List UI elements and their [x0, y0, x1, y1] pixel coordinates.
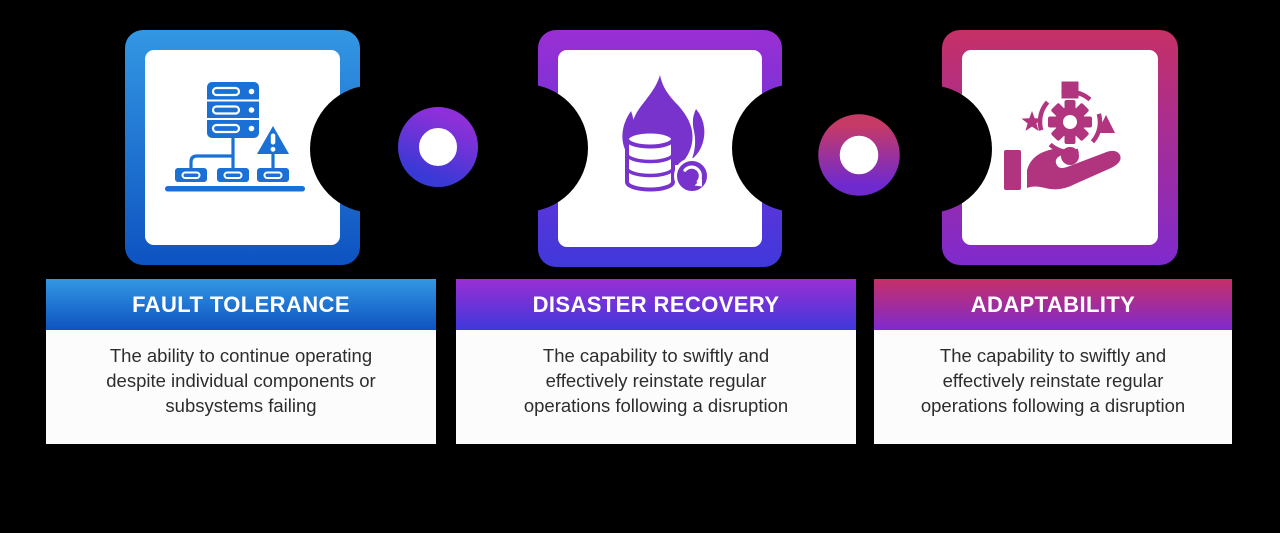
card-title: ADAPTABILITY — [970, 291, 1136, 317]
burning-database-restore-icon — [622, 75, 710, 194]
orbit-dot — [1061, 147, 1079, 165]
restore-badge — [674, 158, 710, 194]
connector-ring-1 — [398, 107, 478, 187]
card-body: The capability to swiftly and effectivel… — [456, 330, 856, 444]
card-fault-tolerance: FAULT TOLERANCE The ability to continue … — [46, 279, 436, 444]
card-disaster-recovery: DISASTER RECOVERY The capability to swif… — [456, 279, 856, 444]
card-description: The capability to swiftly and effectivel… — [920, 345, 1186, 416]
card-title: FAULT TOLERANCE — [132, 291, 350, 317]
frame-left-notch — [460, 84, 588, 212]
frame-inner — [962, 50, 1158, 245]
card-body: The ability to continue operating despit… — [46, 330, 436, 444]
frame-right-notch — [310, 85, 438, 213]
server-network-warning-icon — [165, 82, 305, 192]
card-description: The ability to continue operating despit… — [106, 345, 376, 416]
card-body: The capability to swiftly and effectivel… — [874, 330, 1232, 444]
frame-inner — [145, 50, 340, 245]
orbit-star — [1021, 111, 1043, 131]
orbit-square — [1061, 81, 1079, 99]
gear-icon — [1048, 100, 1092, 144]
frame-left-notch — [864, 85, 992, 213]
puzzle-frame-fault-tolerance — [125, 30, 438, 265]
card-adaptability: ADAPTABILITY The capability to swiftly a… — [874, 279, 1232, 444]
card-title: DISASTER RECOVERY — [532, 291, 780, 317]
orbit-triangle — [1097, 115, 1115, 133]
connector-ring-2 — [818, 114, 900, 196]
hand-palm — [1027, 148, 1121, 190]
card-header: FAULT TOLERANCE — [46, 279, 436, 330]
card-header: DISASTER RECOVERY — [456, 279, 856, 330]
card-header: ADAPTABILITY — [874, 279, 1232, 330]
card-description: The capability to swiftly and effectivel… — [523, 345, 789, 416]
flame-right-tongue — [692, 109, 705, 159]
hand-cuff — [1004, 150, 1021, 190]
hand-gear-adapt-icon — [1004, 81, 1121, 190]
puzzle-frame-adaptability — [864, 30, 1178, 265]
database-cylinder — [625, 129, 675, 192]
